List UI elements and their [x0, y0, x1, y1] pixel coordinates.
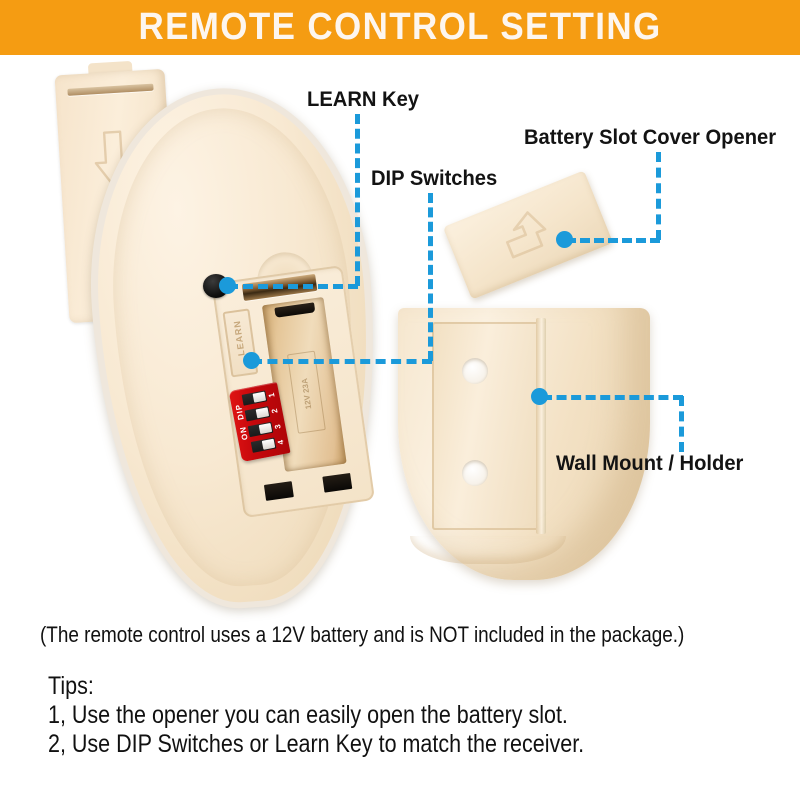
callout-label-wall-mount: Wall Mount / Holder — [556, 452, 744, 475]
dip-number-4: 4 — [276, 439, 286, 446]
callout-dot-dip — [243, 352, 260, 369]
tips-block: Tips: 1, Use the opener you can easily o… — [48, 672, 702, 759]
dip-switch-3[interactable] — [247, 421, 274, 438]
opener-body — [442, 170, 614, 300]
compartment-foot-right — [322, 472, 353, 493]
up-arrow-icon — [505, 211, 547, 259]
callout-label-opener: Battery Slot Cover Opener — [524, 126, 777, 149]
callout-dot-wall — [531, 388, 548, 405]
dip-number-3: 3 — [272, 423, 283, 430]
wall-mount-shading — [398, 308, 650, 580]
wall-mount-holder — [398, 308, 650, 580]
dip-switch-1[interactable] — [241, 390, 268, 406]
callout-dot-opener — [556, 231, 573, 248]
leader-line-dip-horizontal — [252, 359, 432, 364]
wall-mount-channel — [432, 322, 542, 530]
callout-label-learn-key: LEARN Key — [307, 88, 420, 111]
compartment-foot-left — [263, 481, 294, 501]
tips-heading: Tips: — [48, 672, 94, 700]
battery-emboss-text: 12V 23A — [299, 377, 314, 410]
battery-slot-cover-opener — [442, 170, 614, 300]
callout-label-dip-switches: DIP Switches — [371, 167, 498, 190]
dip-number-1: 1 — [266, 392, 277, 399]
battery-note: (The remote control uses a 12V battery a… — [40, 622, 685, 647]
dip-switch-2[interactable] — [244, 406, 271, 422]
wall-mount-body — [398, 308, 650, 580]
tip-1: 1, Use the opener you can easily open th… — [48, 701, 568, 729]
dip-number-2: 2 — [269, 407, 280, 414]
wall-mount-ridge — [536, 318, 546, 534]
header-banner: REMOTE CONTROL SETTING — [0, 0, 800, 55]
leader-line-wall-horizontal — [542, 395, 683, 400]
leader-line-wall-vertical — [679, 396, 684, 452]
remote-control-body: LEARN 12V 23A ON DIP 1 2 — [77, 78, 393, 618]
page-title: REMOTE CONTROL SETTING — [138, 6, 662, 48]
dip-on-label: ON DIP — [233, 403, 250, 441]
battery-terminal-cap — [274, 302, 316, 318]
callout-dot-learn — [219, 277, 236, 294]
leader-line-learn-vertical — [355, 114, 360, 286]
leader-line-learn-horizontal — [228, 284, 358, 289]
leader-line-dip-vertical — [428, 193, 433, 361]
dip-switch-4[interactable] — [250, 437, 277, 453]
leader-line-opener-horizontal — [566, 238, 660, 243]
screw-hole-bottom — [462, 460, 488, 486]
screw-hole-top — [462, 358, 488, 384]
leader-line-opener-vertical — [656, 152, 661, 240]
tip-2: 2, Use DIP Switches or Learn Key to matc… — [48, 730, 585, 758]
